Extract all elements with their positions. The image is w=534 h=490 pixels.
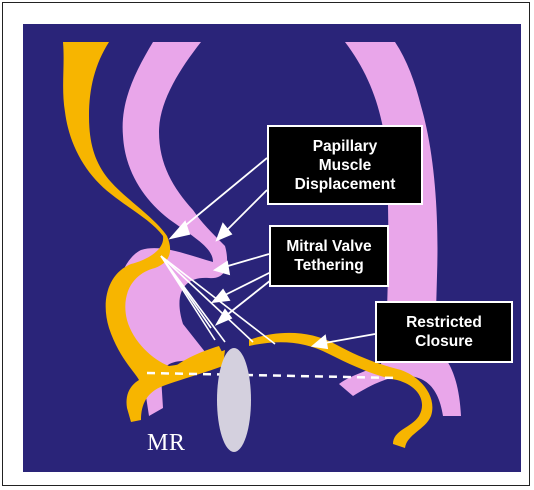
closure-label-line-2: Closure (377, 332, 511, 351)
mitral-regurgitation-diagram: Papillary Muscle Displacement Mitral Val… (23, 24, 521, 472)
tethering-label-line-2: Tethering (271, 256, 387, 275)
closure-label-line-1: Restricted (377, 313, 511, 332)
papillary-label-line-3: Displacement (269, 175, 421, 194)
slide-frame: Papillary Muscle Displacement Mitral Val… (2, 2, 530, 486)
restricted-closure-label: Restricted Closure (375, 301, 513, 363)
mr-label: MR (147, 430, 185, 457)
tethering-label-line-1: Mitral Valve (271, 237, 387, 256)
papillary-displacement-label: Papillary Muscle Displacement (267, 125, 423, 205)
papillary-label-line-1: Papillary (269, 137, 421, 156)
papillary-label-line-2: Muscle (269, 156, 421, 175)
mitral-tethering-label: Mitral Valve Tethering (269, 225, 389, 287)
regurgitant-jet (217, 348, 251, 452)
